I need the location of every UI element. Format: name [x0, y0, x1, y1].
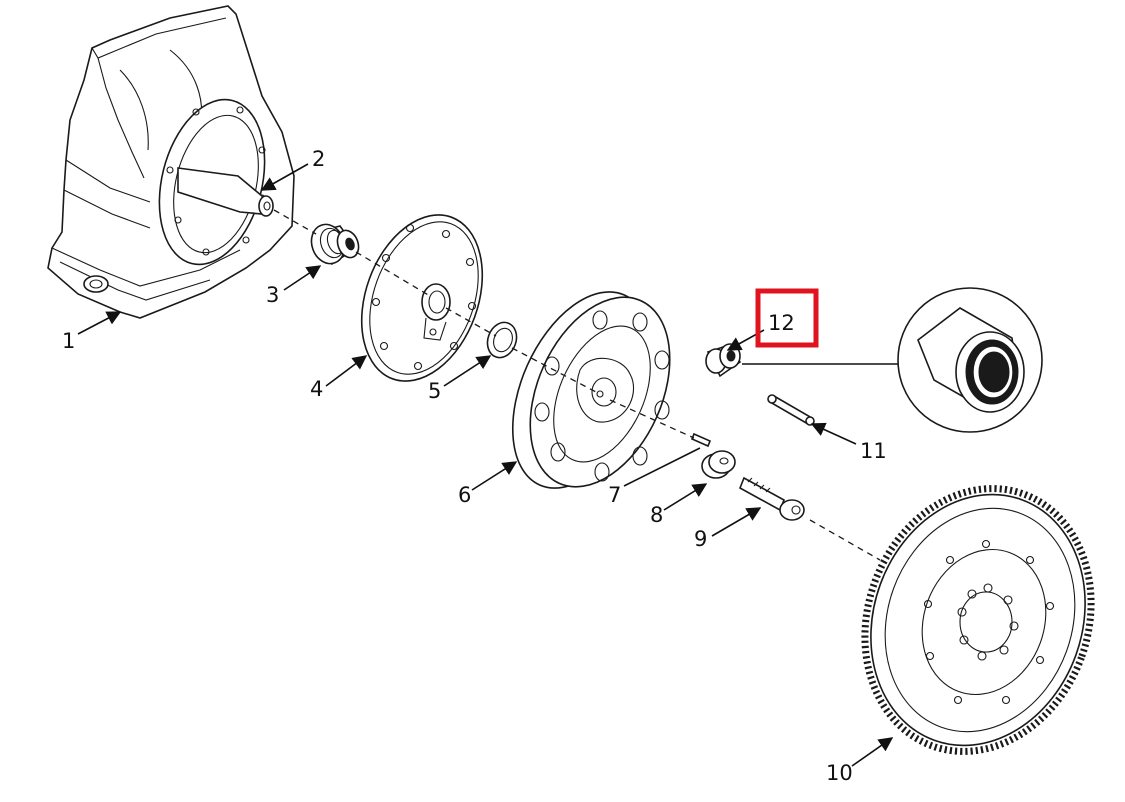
- callout-7: 7: [608, 483, 621, 507]
- callout-9: 9: [694, 527, 707, 551]
- callout-8: 8: [650, 503, 663, 527]
- callout-4: 4: [310, 377, 323, 401]
- part-6-flex-plate: [511, 291, 671, 489]
- part-5-seal-ring: [486, 321, 518, 359]
- part-12-bushing: [705, 343, 742, 378]
- callout-12: 12: [768, 311, 795, 335]
- callout-6: 6: [458, 483, 471, 507]
- part-2-input-shaft: [177, 167, 274, 217]
- callout-1: 1: [62, 329, 75, 353]
- part-10-ring-gear: [861, 485, 1095, 755]
- part-1-transmission-housing: [47, 5, 295, 319]
- part-3-spring-bushing: [310, 223, 360, 266]
- part-7-pin: [690, 432, 712, 448]
- part-12-detail-view: [742, 287, 1043, 433]
- part-9-bolt: [738, 476, 805, 521]
- callout-12-highlight-box: [755, 288, 819, 348]
- part-4-adapter-plate: [360, 214, 484, 382]
- part-8-washer: [701, 450, 736, 479]
- callout-2: 2: [312, 147, 325, 171]
- callout-3: 3: [266, 283, 279, 307]
- callout-labels: 1 2 3 4 5 6 7 8 9 10 11 12: [62, 147, 887, 785]
- callout-5: 5: [428, 379, 441, 403]
- callout-11: 11: [860, 439, 887, 463]
- callout-10: 10: [826, 761, 853, 785]
- part-11-dowel-pin: [767, 394, 815, 426]
- assembly-centerline: [273, 209, 881, 561]
